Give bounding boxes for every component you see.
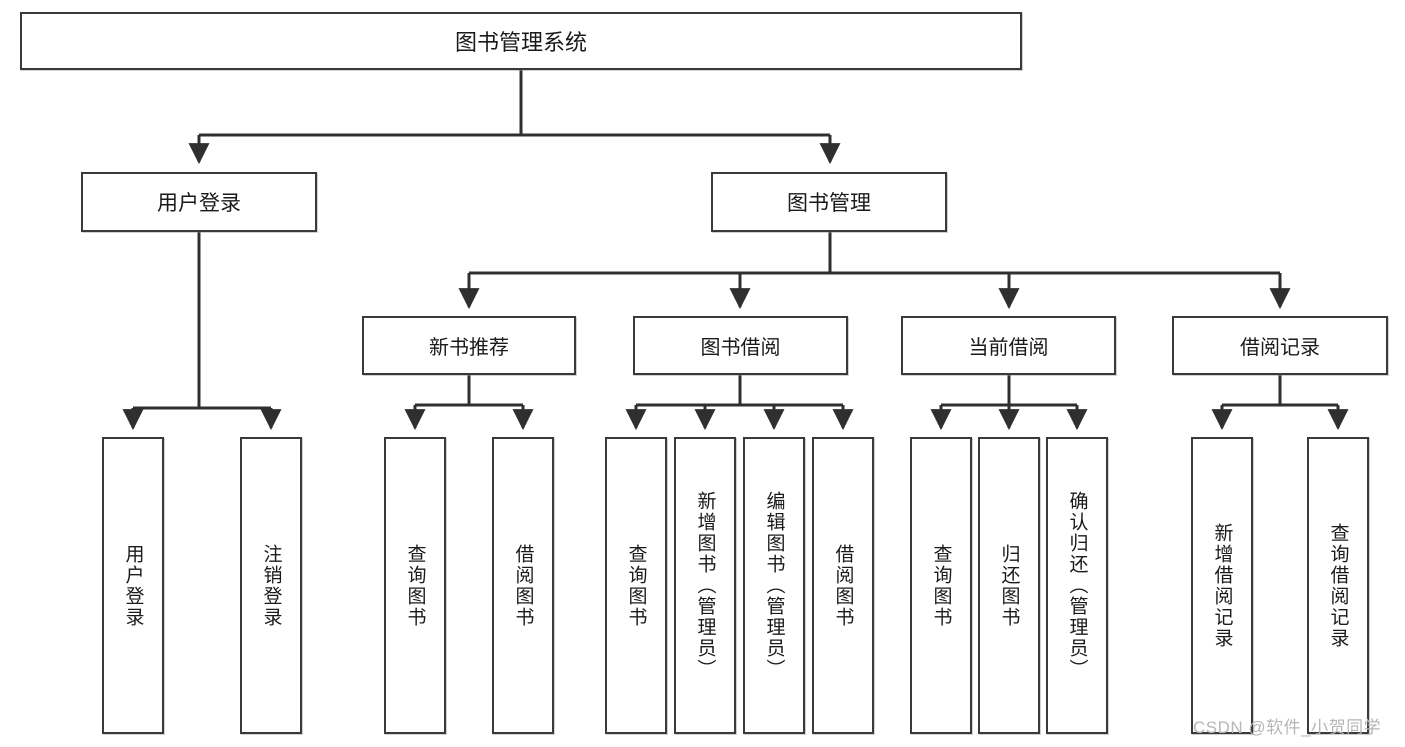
node-leaf-edit-book-label: 编辑图书（管理员）: [763, 491, 785, 680]
node-leaf-confirm-return[interactable]: 确认归还（管理员）: [1046, 437, 1108, 734]
node-current-borrow-label: 当前借阅: [968, 337, 1049, 359]
node-new-book-recommend-label: 新书推荐: [429, 337, 509, 359]
node-root-label: 图书管理系统: [454, 30, 587, 55]
node-leaf-add-book-label: 新增图书（管理员）: [694, 491, 716, 680]
node-leaf-user-login[interactable]: 用户登录: [102, 437, 164, 734]
node-current-borrow[interactable]: 当前借阅: [901, 316, 1116, 375]
node-root[interactable]: 图书管理系统: [20, 12, 1022, 70]
node-leaf-user-login-label: 用户登录: [122, 543, 144, 628]
node-user-login-label: 用户登录: [157, 192, 241, 215]
node-leaf-borrow-book-2[interactable]: 借阅图书: [812, 437, 874, 734]
csdn-watermark: CSDN @软件_小贺同学: [1193, 718, 1382, 737]
node-leaf-add-record-label: 新增借阅记录: [1211, 522, 1233, 649]
node-leaf-return-book-label: 归还图书: [998, 543, 1020, 628]
node-leaf-query-book-1[interactable]: 查询图书: [384, 437, 446, 734]
node-book-borrow-label: 图书借阅: [700, 337, 781, 359]
node-leaf-add-record[interactable]: 新增借阅记录: [1191, 437, 1253, 734]
node-book-management-label: 图书管理: [787, 192, 871, 215]
node-leaf-query-book-1-label: 查询图书: [404, 543, 426, 628]
node-leaf-query-book-3[interactable]: 查询图书: [910, 437, 972, 734]
node-leaf-query-record[interactable]: 查询借阅记录: [1307, 437, 1369, 734]
node-leaf-query-book-3-label: 查询图书: [930, 543, 952, 628]
node-leaf-query-record-label: 查询借阅记录: [1327, 522, 1349, 649]
node-leaf-query-book-2-label: 查询图书: [625, 543, 647, 628]
node-borrow-record[interactable]: 借阅记录: [1172, 316, 1388, 375]
node-leaf-borrow-book-1[interactable]: 借阅图书: [492, 437, 554, 734]
node-leaf-confirm-return-label: 确认归还（管理员）: [1066, 491, 1088, 680]
node-leaf-borrow-book-2-label: 借阅图书: [832, 543, 854, 628]
node-book-borrow[interactable]: 图书借阅: [633, 316, 848, 375]
node-leaf-return-book[interactable]: 归还图书: [978, 437, 1040, 734]
node-book-management[interactable]: 图书管理: [711, 172, 947, 232]
node-leaf-logout[interactable]: 注销登录: [240, 437, 302, 734]
node-leaf-query-book-2[interactable]: 查询图书: [605, 437, 667, 734]
node-leaf-borrow-book-1-label: 借阅图书: [512, 543, 534, 628]
node-user-login[interactable]: 用户登录: [81, 172, 317, 232]
node-leaf-edit-book[interactable]: 编辑图书（管理员）: [743, 437, 805, 734]
node-borrow-record-label: 借阅记录: [1240, 337, 1320, 359]
node-leaf-add-book[interactable]: 新增图书（管理员）: [674, 437, 736, 734]
node-leaf-logout-label: 注销登录: [260, 543, 282, 628]
node-new-book-recommend[interactable]: 新书推荐: [362, 316, 576, 375]
